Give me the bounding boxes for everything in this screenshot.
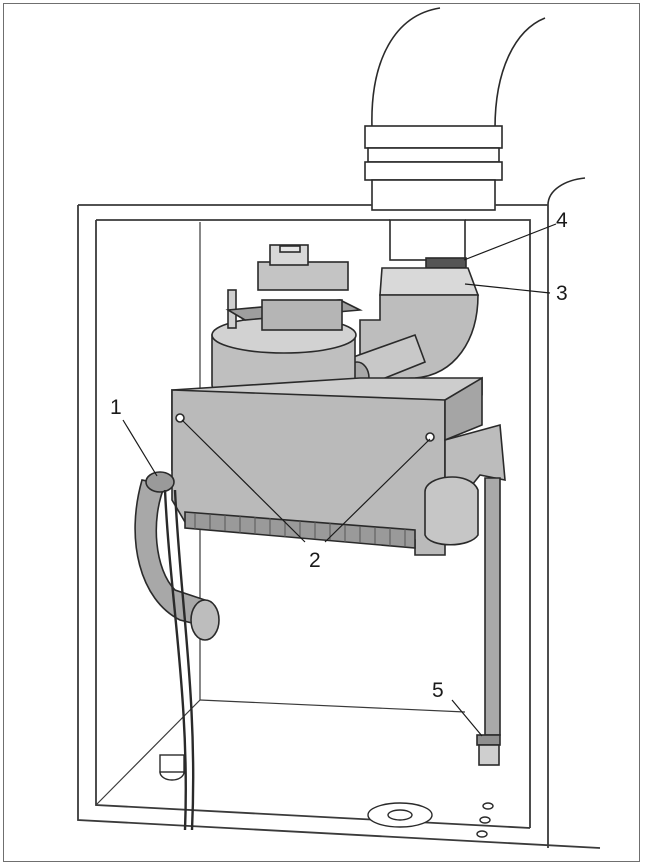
screw-hole-right bbox=[425, 432, 435, 442]
condensate-fitting bbox=[476, 734, 501, 746]
flue-bend-right bbox=[547, 177, 586, 206]
callout-5: 5 bbox=[432, 679, 444, 702]
callout-4: 4 bbox=[556, 209, 568, 232]
cabinet-floor-details bbox=[159, 754, 494, 838]
right-pipework bbox=[424, 423, 506, 766]
flue-duct bbox=[343, 219, 480, 395]
flue-collar bbox=[364, 125, 503, 211]
heat-exchanger bbox=[171, 376, 483, 556]
callout-1: 1 bbox=[110, 396, 122, 419]
callout-3: 3 bbox=[556, 282, 568, 305]
seal-ring bbox=[425, 257, 467, 269]
callout-2: 2 bbox=[309, 549, 321, 572]
ignition-lead bbox=[134, 471, 220, 831]
leader-lines bbox=[122, 223, 557, 737]
flue-pipe bbox=[371, 7, 546, 129]
